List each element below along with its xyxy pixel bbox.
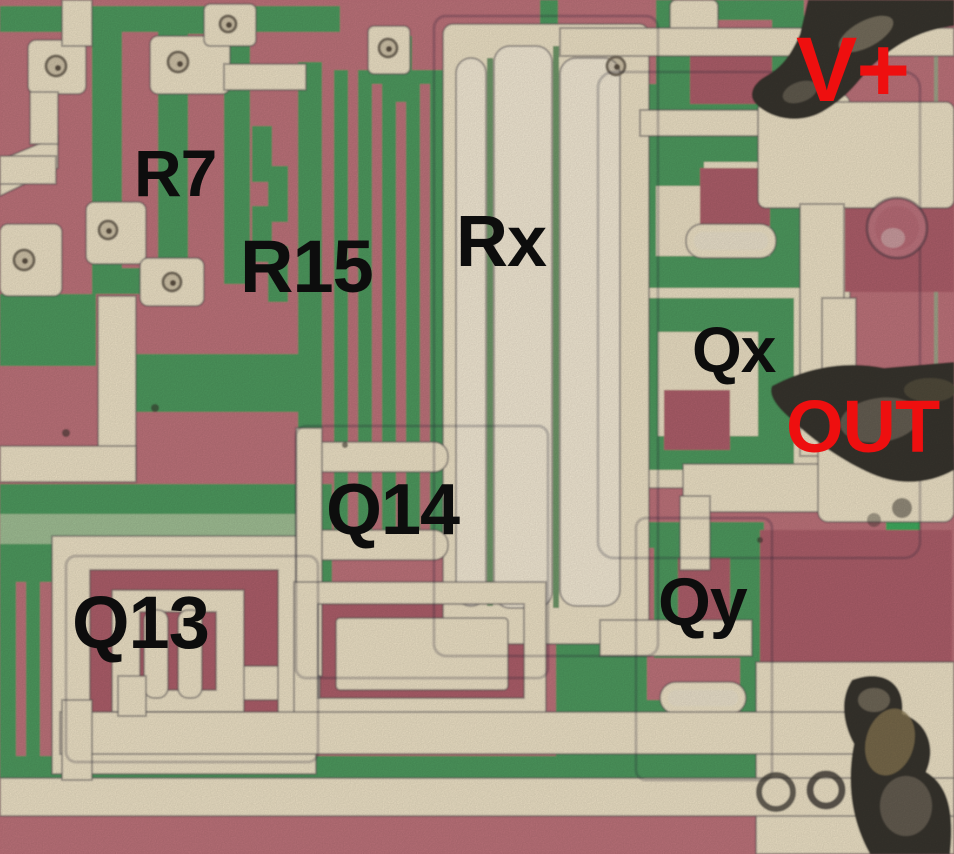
label-component-qx: Qx xyxy=(692,314,776,386)
label-component-qy: Qy xyxy=(658,564,748,640)
label-component-r7: R7 xyxy=(134,136,217,210)
label-component-q13: Q13 xyxy=(72,581,210,664)
label-component-r15: R15 xyxy=(240,225,374,308)
label-component-q14: Q14 xyxy=(326,470,460,550)
label-signal-vplus: V+ xyxy=(796,19,910,121)
label-signal-out: OUT xyxy=(786,385,940,468)
label-component-rx: Rx xyxy=(456,202,547,282)
